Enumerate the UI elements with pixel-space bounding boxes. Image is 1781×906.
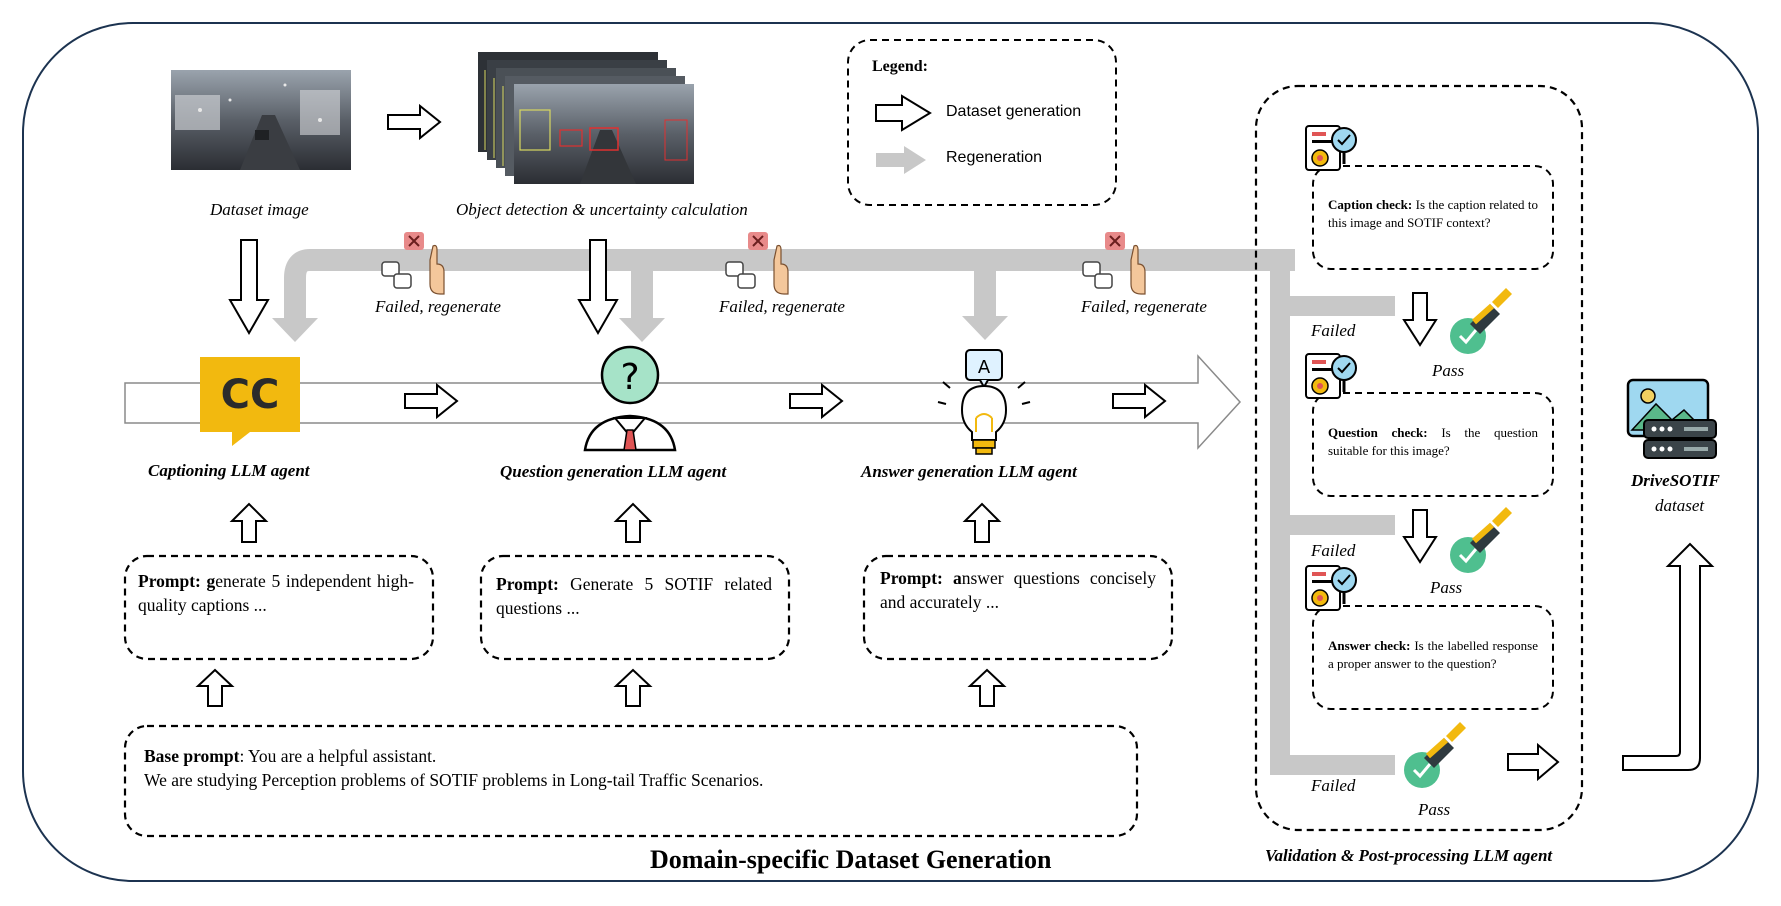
- pass-label: Pass: [1418, 800, 1451, 819]
- arrow-caption-check-to-pass: [1402, 292, 1438, 347]
- reject-feedback-icon: [381, 232, 445, 295]
- dataset-server-icon: [1626, 378, 1717, 459]
- legend-dataset-generation: Dataset generation: [946, 103, 1082, 120]
- arrow-detection-to-question: [577, 239, 619, 336]
- legend-arrow-generation-icon: [875, 94, 932, 132]
- checklist-inspect-icon: [1305, 353, 1357, 399]
- arrow-base-to-question-prompt: [613, 668, 653, 707]
- checklist-inspect-icon: [1305, 565, 1357, 611]
- legend-box: [847, 39, 1117, 206]
- closed-caption-icon: CC: [200, 357, 300, 446]
- approval-stamp-icon: [1450, 507, 1512, 573]
- failed-regenerate-label: Failed, regenerate: [1081, 297, 1207, 316]
- reject-feedback-icon: [725, 232, 789, 295]
- svg-text:CC: CC: [221, 372, 280, 418]
- question-check-text: Question check: Is the question suitable…: [1328, 425, 1538, 458]
- caption-check-box: [1312, 165, 1554, 270]
- approval-stamp-icon: [1450, 288, 1512, 354]
- failed-regenerate-label: Failed, regenerate: [375, 297, 501, 316]
- pass-label: Pass: [1430, 578, 1463, 597]
- legend-arrow-regeneration-icon: [876, 146, 926, 174]
- base-prompt-box: [123, 724, 1139, 838]
- svg-text:?: ?: [620, 357, 639, 398]
- answer-agent-label: Answer generation LLM agent: [861, 462, 1077, 481]
- arrow-answer-to-validation: [1112, 382, 1167, 420]
- failed-regenerate-label: Failed, regenerate: [719, 297, 845, 316]
- caption-prompt-text: Prompt: generate 5 independent high-qual…: [138, 571, 414, 615]
- question-prompt-text: Prompt: Generate 5 SOTIF related questio…: [496, 574, 773, 618]
- object-detection-caption: Object detection & uncertainty calculati…: [456, 200, 748, 219]
- question-agent-label: Question generation LLM agent: [500, 462, 727, 481]
- caption-check-text: Caption check: Is the caption related to…: [1328, 197, 1539, 230]
- output-dataset-sub: dataset: [1655, 496, 1705, 515]
- failed-label: Failed: [1311, 776, 1356, 795]
- answer-check-text: Answer check: Is the labelled response a…: [1328, 638, 1538, 671]
- captioning-agent-label: Captioning LLM agent: [148, 461, 310, 480]
- legend-regeneration: Regeneration: [946, 149, 1043, 166]
- dataset-image-caption: Dataset image: [210, 200, 309, 219]
- output-dataset-name: DriveSOTIF: [1631, 471, 1720, 490]
- regen-arrowhead-answer: [962, 316, 1008, 340]
- regen-arrowhead-caption: [272, 318, 318, 342]
- dataset-image: [171, 70, 351, 170]
- arrow-pass-to-output: [1507, 742, 1560, 782]
- answer-prompt-text: Prompt: answer questions concisely and a…: [880, 568, 1157, 612]
- reject-feedback-icon: [1082, 232, 1146, 295]
- validation-container: [1254, 84, 1584, 832]
- prompt-box-question: [479, 554, 791, 661]
- regeneration-loop: [284, 249, 1395, 775]
- checklist-inspect-icon: [1305, 125, 1357, 171]
- svg-text:A: A: [978, 357, 991, 378]
- base-prompt-text: Base prompt: You are a helpful assistant…: [144, 746, 764, 790]
- failed-label: Failed: [1311, 321, 1356, 340]
- diagram-title: Domain-specific Dataset Generation: [650, 845, 1052, 874]
- detection-image-stack: [478, 52, 694, 184]
- main-flow-arrow: [124, 354, 1242, 450]
- prompt-box-answer: [862, 554, 1174, 661]
- validation-agent-label: Validation & Post-processing LLM agent: [1265, 846, 1553, 865]
- lightbulb-answer-icon: A: [937, 349, 1031, 455]
- arrow-image-to-captioning: [228, 239, 270, 336]
- arrow-caption-to-question: [404, 382, 459, 420]
- approval-stamp-icon: [1404, 722, 1466, 788]
- arrow-prompt-to-question: [613, 502, 653, 543]
- arrow-image-to-detection: [387, 103, 442, 141]
- arrow-question-to-answer: [789, 382, 844, 420]
- question-check-box: [1312, 392, 1554, 497]
- arrow-prompt-to-answer: [962, 502, 1002, 543]
- arrow-up-to-dataset: [1622, 542, 1715, 771]
- arrow-prompt-to-captioning: [229, 502, 269, 543]
- failed-label: Failed: [1311, 541, 1356, 560]
- regen-arrowhead-question: [619, 318, 665, 342]
- question-person-icon: ?: [583, 345, 677, 452]
- pass-label: Pass: [1432, 361, 1465, 380]
- answer-check-box: [1312, 605, 1554, 710]
- legend-title: Legend:: [872, 58, 928, 75]
- outer-frame: [22, 22, 1759, 882]
- arrow-base-to-caption-prompt: [195, 668, 235, 707]
- arrow-question-check-to-pass: [1402, 509, 1438, 564]
- arrow-base-to-answer-prompt: [967, 668, 1007, 707]
- prompt-box-caption: [123, 554, 435, 661]
